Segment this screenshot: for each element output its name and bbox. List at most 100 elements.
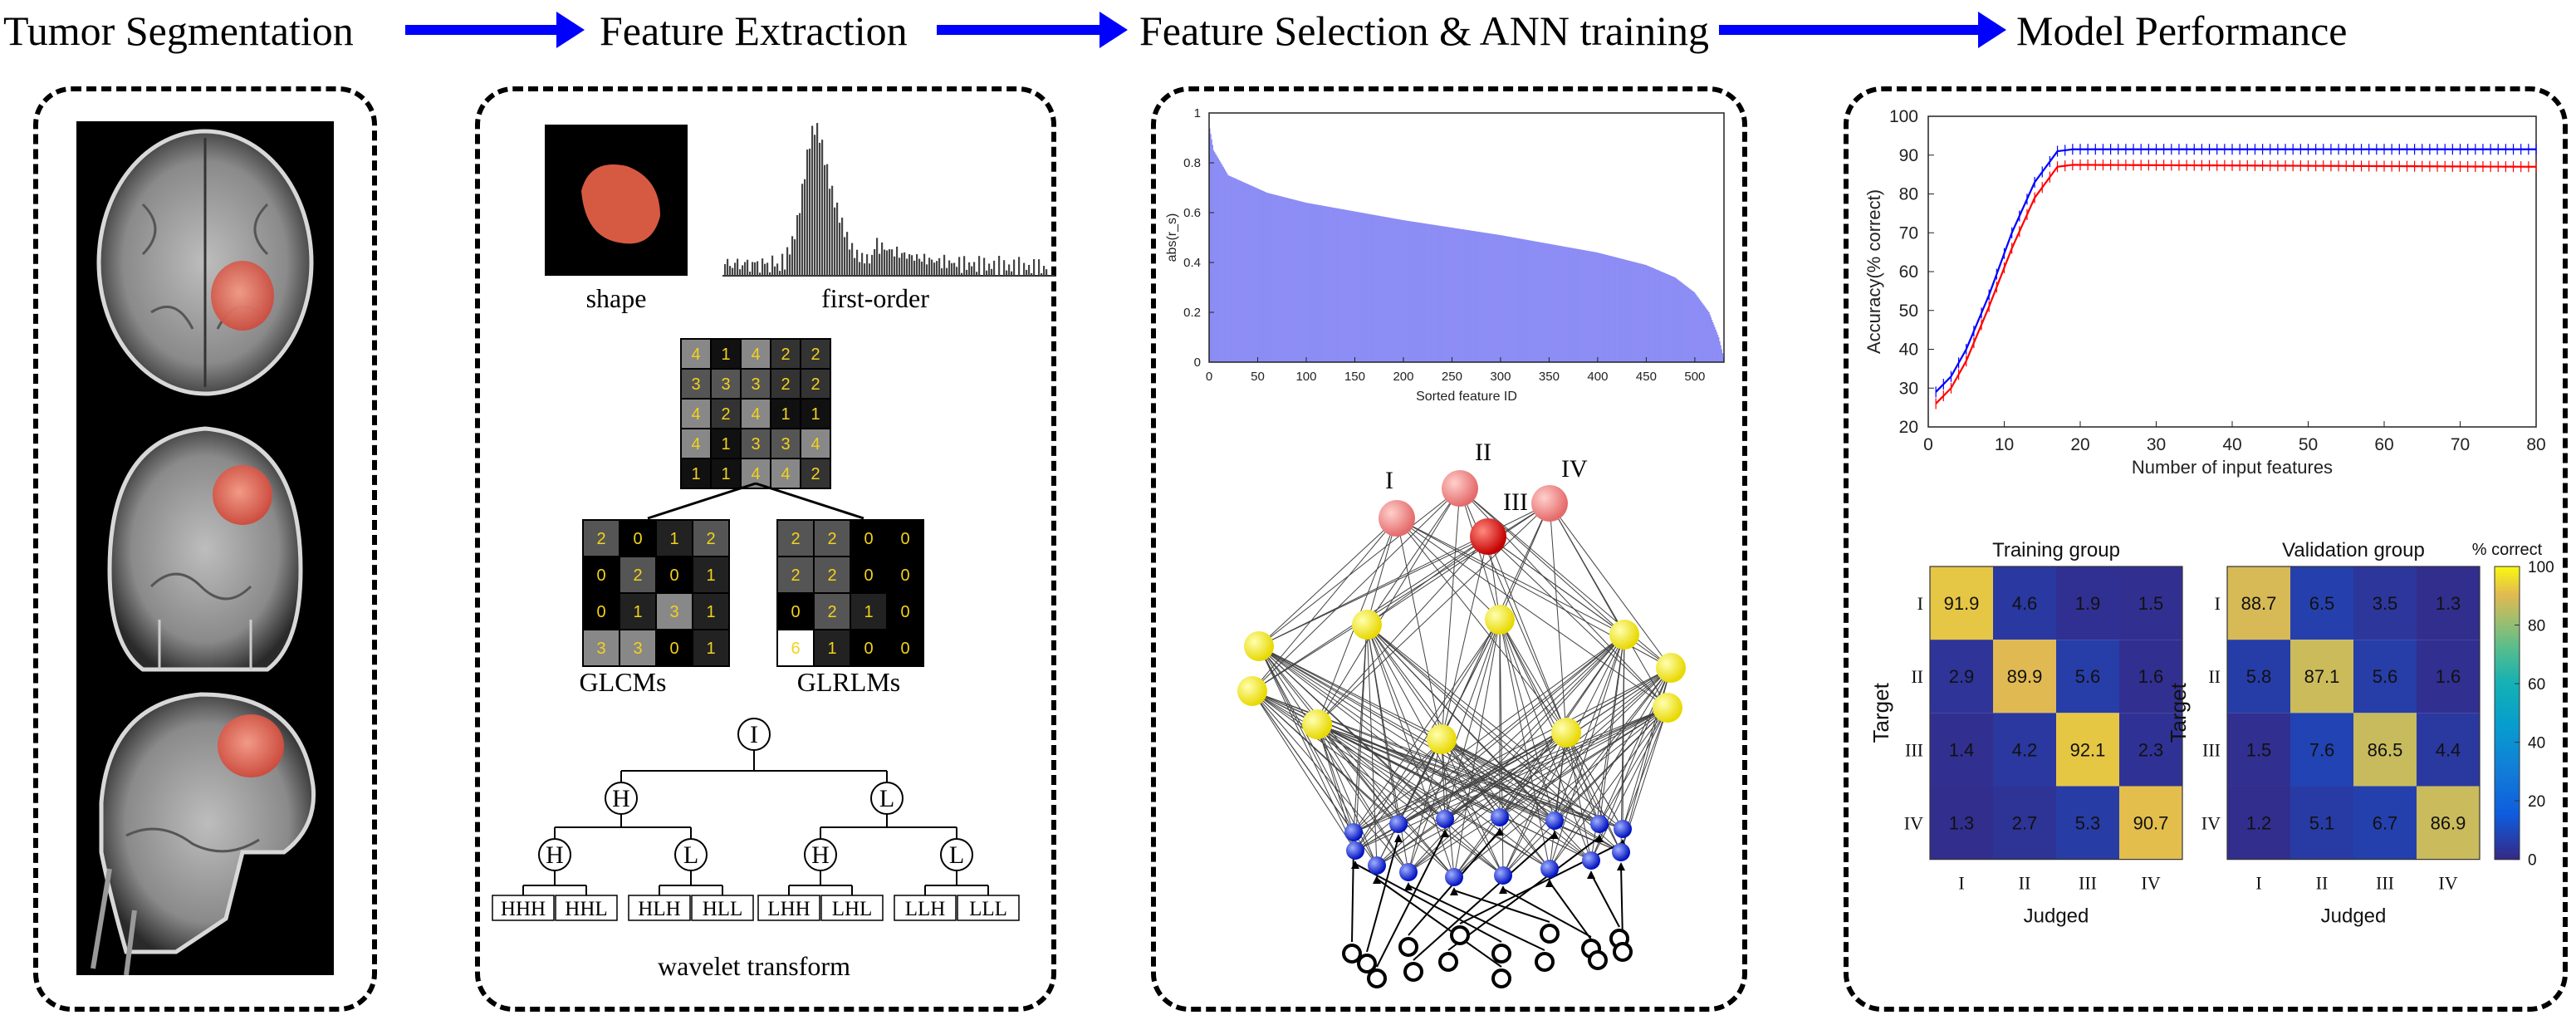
x-tick-label: 250 (1442, 370, 1462, 384)
y-tick-label: 80 (1899, 185, 1918, 204)
feature-bar (1276, 195, 1279, 362)
y-tick-label: 70 (1899, 223, 1918, 243)
matrix-cell: 3 (669, 603, 678, 621)
feature-bar (1508, 236, 1510, 362)
colorbar-tick: 100 (2528, 559, 2554, 576)
feature-bar (1538, 242, 1540, 362)
feature-bar (1452, 228, 1455, 362)
feature-bar (1715, 330, 1717, 362)
cm-value: 1.2 (2246, 813, 2272, 834)
feature-bar (1418, 222, 1419, 362)
feature-bar (1246, 184, 1249, 362)
cm-value: 5.1 (2309, 813, 2335, 834)
feature-bar (1648, 266, 1650, 362)
tree-l2-1: L (683, 841, 698, 869)
feature-bar (1679, 281, 1681, 362)
arrow-3 (1719, 12, 2006, 48)
feature-bar (1477, 231, 1479, 362)
wavelet-leaf: LLH (905, 898, 946, 920)
feature-bar (1611, 256, 1613, 362)
feature-bar (1221, 164, 1222, 362)
wavelet-leaf: HHL (565, 898, 607, 920)
feature-bar (1511, 237, 1514, 362)
feature-bar (1559, 245, 1560, 362)
feature-bar (1533, 241, 1535, 362)
hidden-node (1609, 620, 1639, 650)
feature-bar (1274, 194, 1276, 362)
feature-bar (1424, 223, 1427, 362)
feature-bar (1607, 255, 1609, 362)
input-circle (1540, 924, 1560, 944)
feature-bar (1693, 292, 1696, 362)
feature-bar (1393, 218, 1395, 362)
feature-bar (1267, 193, 1269, 362)
input-node (1344, 823, 1363, 841)
cm-value: 5.6 (2075, 666, 2101, 687)
feature-bar (1244, 182, 1246, 362)
header-feature-extraction: Feature Extraction (600, 7, 908, 54)
feature-bar (1514, 238, 1516, 362)
output-label: I (1385, 467, 1393, 494)
feature-bar (1535, 241, 1537, 362)
feature-bar (1302, 202, 1304, 362)
wavelet-label: wavelet transform (658, 951, 850, 981)
x-tick-label: 40 (2222, 435, 2241, 454)
matrix-cell: 0 (596, 603, 605, 621)
cm-value: 4.4 (2436, 739, 2461, 760)
matrix-cell: 2 (827, 530, 836, 548)
feature-bar (1376, 215, 1378, 362)
feature-bar (1285, 197, 1286, 362)
feature-bar (1468, 230, 1470, 362)
feature-bar (1369, 213, 1371, 362)
matrix-cell: 2 (811, 465, 820, 483)
feature-bar (1565, 247, 1567, 362)
feature-bar (1666, 274, 1668, 362)
y-tick-label: 0.2 (1183, 306, 1201, 320)
feature-bar (1470, 230, 1472, 362)
feature-bar (1521, 238, 1522, 362)
feature-bar (1633, 262, 1635, 362)
feature-bar (1537, 242, 1539, 362)
matrix-cell: 0 (864, 640, 873, 658)
feature-bar (1251, 186, 1253, 362)
feature-bar (1591, 251, 1594, 362)
feature-bar (1687, 287, 1690, 362)
matrix-cell: 4 (751, 465, 760, 483)
input-node (1368, 856, 1386, 875)
feature-bar (1609, 255, 1611, 362)
cm-title: Validation group (2282, 539, 2425, 561)
matrix-cell: 1 (721, 346, 730, 364)
cm-cell (1930, 786, 1993, 860)
feature-bar (1572, 248, 1574, 362)
feature-bar (1702, 304, 1704, 362)
cm-cell (1930, 640, 1993, 714)
output-node (1531, 485, 1568, 522)
feature-bar (1292, 199, 1295, 362)
cm-y-tick: II (2208, 666, 2221, 687)
tumor-shape-icon (581, 164, 660, 244)
matrix-cell: 1 (706, 640, 715, 658)
feature-bar (1259, 189, 1261, 362)
cm-value: 1.6 (2436, 666, 2461, 687)
feature-bar (1245, 183, 1246, 362)
feature-bar (1349, 210, 1352, 362)
feature-bar (1273, 194, 1275, 362)
feature-bar (1708, 312, 1710, 362)
feature-bar (1675, 277, 1677, 362)
feature-bar (1271, 194, 1273, 362)
input-node (1612, 843, 1630, 861)
matrix-cell: 0 (669, 566, 678, 585)
feature-bar (1305, 203, 1307, 362)
feature-bar (1623, 259, 1625, 362)
feature-bar (1545, 243, 1547, 362)
input-circle (1588, 950, 1608, 970)
arrow-1 (405, 12, 585, 48)
cm-value: 91.9 (1944, 593, 1980, 614)
feature-bar (1316, 204, 1319, 362)
feature-bar (1581, 249, 1583, 362)
